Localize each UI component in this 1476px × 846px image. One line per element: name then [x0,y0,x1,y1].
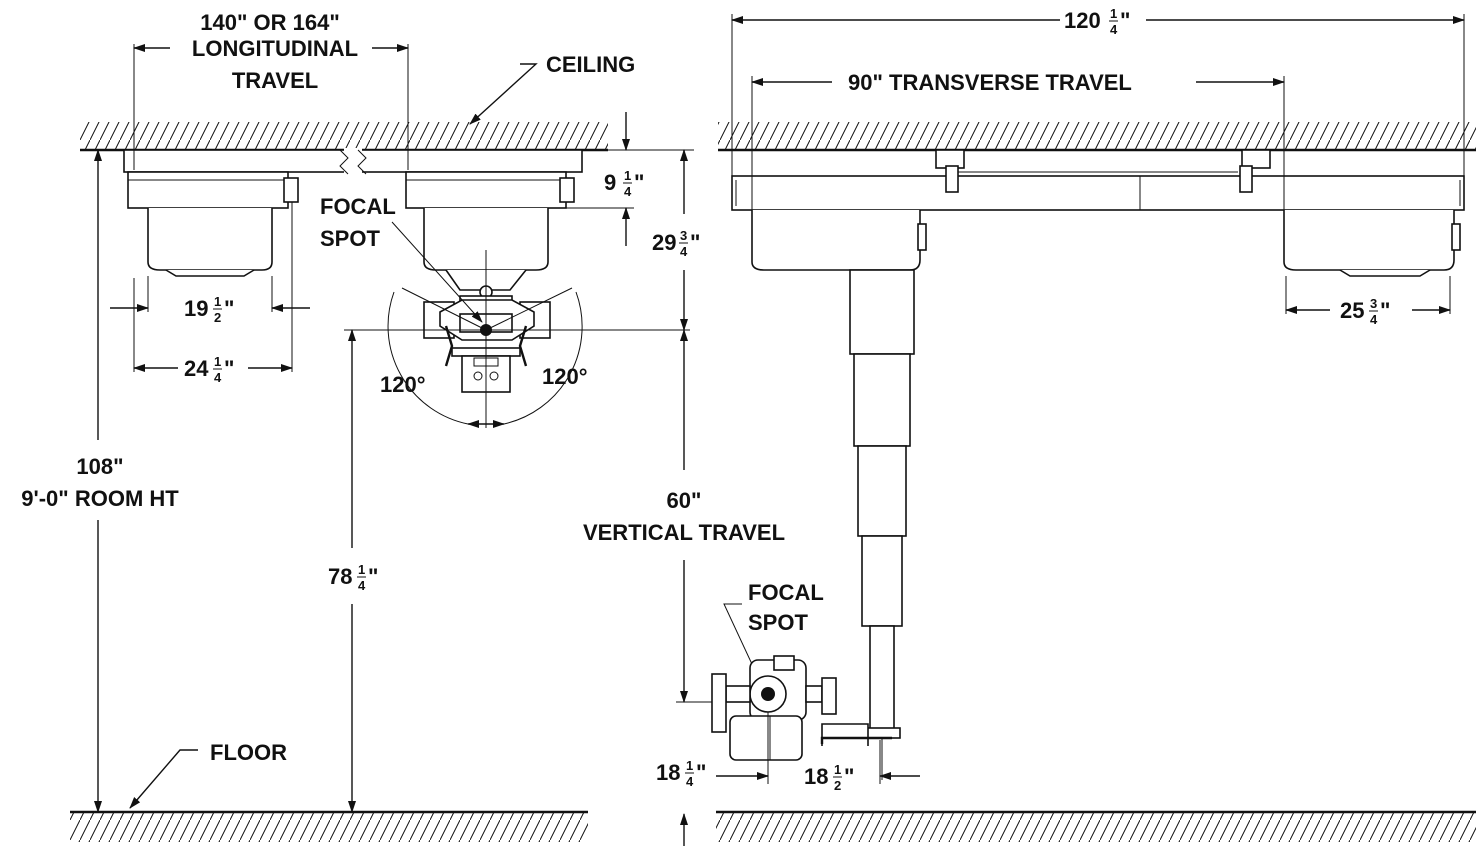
dim-78-den: 4 [358,578,366,593]
dim-18b-whole: 18 [804,764,828,789]
telescoping-column [849,269,915,780]
dim-label-18a: 18 1 4 " [656,758,706,789]
dim-25-num: 3 [1370,296,1377,311]
dim-18a-unit: " [696,760,706,785]
dim-19 [110,276,310,312]
dim-24-den: 4 [214,370,222,385]
dim-24 [133,202,293,372]
ceiling-label: CEILING [546,52,635,77]
dim-9-num: 1 [624,168,631,183]
dim-label-25: 25 3 4 " [1340,296,1390,327]
dim-19-whole: 19 [184,296,208,321]
tube-head-front [404,250,690,428]
leaders [129,63,765,809]
floor-label: FLOOR [210,740,287,765]
dim-29 [608,149,694,331]
carriage-side-right [1283,210,1461,277]
focal-spot-side-label-1: FOCAL [748,580,824,605]
dim-78-whole: 78 [328,564,352,589]
dim-29-den: 4 [680,244,688,259]
dim-120-whole: 120 [1064,8,1101,33]
dim-label-78: 78 1 4 " [328,562,378,593]
dim-18a-den: 4 [686,774,694,789]
dim-18 [680,712,920,846]
longitudinal-travel-label-1: 140" OR 164" [200,10,340,35]
dim-longitudinal [133,44,409,170]
dim-25-den: 4 [1370,312,1378,327]
dim-18b-num: 1 [834,762,841,777]
longitudinal-travel-label-2: LONGITUDINAL [192,36,358,61]
dim-25-unit: " [1380,298,1390,323]
dim-24-num: 1 [214,354,221,369]
dim-label-24: 24 1 4 " [184,354,234,385]
dim-19-num: 1 [214,294,221,309]
dim-label-19: 19 1 2 " [184,294,234,325]
dim-label-9: 9 1 4 " [604,168,644,199]
dim-18b-unit: " [844,764,854,789]
rotation-arc [387,287,583,428]
vertical-travel-label-1: 60" [667,488,702,513]
angle-right-label: 120° [542,364,588,389]
dim-18b-den: 2 [834,778,841,793]
tube-head-side [711,655,892,761]
dim-label-29: 29 3 4 " [652,228,700,259]
dim-78-unit: " [368,564,378,589]
carriage-left [127,171,299,277]
longitudinal-rail [123,148,583,175]
focal-spot-label-2: SPOT [320,226,380,251]
dim-78-num: 1 [358,562,365,577]
dim-18a-whole: 18 [656,760,680,785]
angle-left-label: 120° [380,372,426,397]
dim-29-unit: " [690,230,700,255]
dim-24-unit: " [224,356,234,381]
floor-hatch [70,810,1476,842]
transverse-travel-label: 90" TRANSVERSE TRAVEL [848,70,1132,95]
dim-120-den: 4 [1110,22,1118,37]
dim-18a-num: 1 [686,758,693,773]
dim-9 [566,112,634,246]
room-height-label-2: 9'-0" ROOM HT [21,486,179,511]
dim-120 [731,14,1465,176]
ceiling-hatch [80,122,1476,152]
carriage-right [405,171,575,291]
dim-120-num: 1 [1110,6,1117,21]
dim-25 [1285,276,1451,314]
room-height-label-1: 108" [76,454,123,479]
longitudinal-travel-label-3: TRAVEL [232,68,318,93]
dim-label-120: 120 1 4 " [1064,6,1130,37]
dim-label-18b: 18 1 2 " [804,762,854,793]
dim-90 [751,76,1285,212]
dim-25-whole: 25 [1340,298,1364,323]
dim-24-whole: 24 [184,356,209,381]
dim-19-unit: " [224,296,234,321]
dim-9-den: 4 [624,184,632,199]
dim-9-unit: " [634,170,644,195]
vertical-travel-label-2: VERTICAL TRAVEL [583,520,785,545]
dim-60-vertical [676,329,760,703]
focal-spot-label-1: FOCAL [320,194,396,219]
dim-120-unit: " [1120,8,1130,33]
dim-29-num: 3 [680,228,687,243]
focal-spot-side-label-2: SPOT [748,610,808,635]
carriage-side-left [751,210,927,271]
dim-29-whole: 29 [652,230,676,255]
dim-19-den: 2 [214,310,221,325]
dim-9-whole: 9 [604,170,616,195]
transverse-rail [731,149,1465,211]
dim-78 [344,329,404,813]
